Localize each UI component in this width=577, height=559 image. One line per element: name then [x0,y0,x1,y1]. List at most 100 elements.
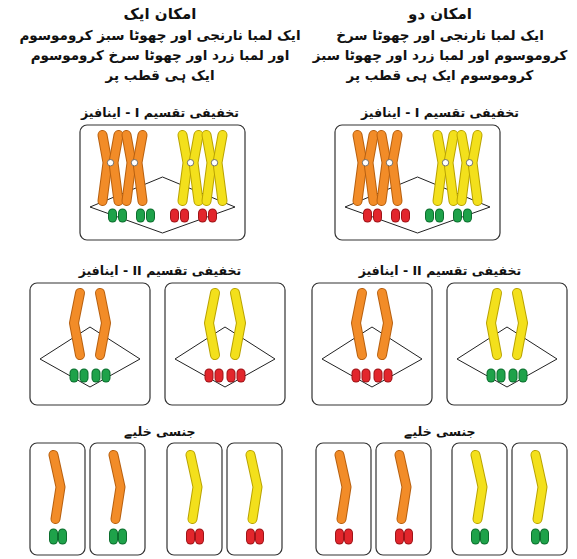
chromatid-outline [191,455,198,519]
chromatid-outline [180,213,189,218]
centromere [386,160,392,166]
chromatid [100,293,106,355]
chromatid [138,135,143,201]
chromatid-outline [103,135,108,201]
chromatid [454,213,461,218]
chromatid [251,455,258,519]
cell-box [376,443,431,555]
chromatid [382,135,387,201]
chromatid-outline [54,455,61,519]
chromatid-outline [401,213,410,218]
chromatid-outline [207,135,212,201]
chromatid [473,135,478,201]
cell-box [167,443,222,555]
chromatid [364,213,371,218]
chromatid [472,533,479,540]
chromatid [363,373,370,378]
chromatid [218,135,223,201]
chromatid [110,533,117,540]
chromatid [147,213,154,218]
chromatid-outline [358,135,363,201]
chromatid-outline [235,293,241,355]
chromatid-outline [227,373,236,378]
chromatid-outline [205,373,214,378]
cell-box [447,283,567,405]
chromatid-outline [344,533,353,540]
chromatid-outline [384,373,393,378]
spindle [40,327,140,387]
chromatid [340,455,347,519]
chromatid-outline [476,455,483,519]
chromatid-outline [373,213,382,218]
chromatid [345,533,352,540]
cell-box [512,443,567,555]
chromatid [238,373,245,378]
chromatid [510,373,517,378]
option-description: ایک لمبا نارنجی اور چھوٹا سبز کروموسوم ا… [19,25,301,85]
chromatid-outline [400,455,407,519]
chromatid [353,373,360,378]
chromatid [114,135,119,201]
chromatid-outline [393,135,398,201]
chromatid [336,533,343,540]
chromatid-outline [209,293,215,355]
chromatid-outline [170,213,179,218]
chromatid-outline [92,373,101,378]
centromere [466,160,472,166]
chromatid-outline [473,135,478,201]
chromatid [356,293,362,355]
chromatid-outline [462,135,467,201]
chromatid [476,455,483,519]
chromatid [382,293,388,355]
chromatid-outline [58,533,67,540]
stage-label: تخفیفی تقسیم I - اینافیز [315,104,565,122]
chromatid [235,293,241,355]
chromatid [462,135,467,201]
chromatid-outline [127,135,132,201]
chromatid [481,533,488,540]
chromatid-outline [255,533,264,540]
chromatid [81,373,88,378]
chromatid [114,455,121,519]
option-heading: امکان دو [305,4,575,24]
chromatid-outline [352,373,361,378]
cell-box [452,443,507,555]
centromere [362,160,368,166]
chromatid-outline [251,455,258,519]
cell-box [316,443,371,555]
chromatid-outline [425,213,434,218]
chromatid [247,533,254,540]
chromatid-outline [136,213,145,218]
cell-box [80,125,245,240]
chromatid [194,135,199,201]
chromatid-outline [70,373,79,378]
chromatid [127,135,132,201]
chromatid [209,213,216,218]
chromatid-outline [374,373,383,378]
chromatid-outline [369,135,374,201]
chromatid [54,455,61,519]
chromatid-outline [453,213,462,218]
chromatid [216,373,223,378]
chromatid-outline [340,455,347,519]
chromatid [196,533,203,540]
chromatid-outline [109,533,118,540]
chromatid [103,373,110,378]
centromere [442,160,448,166]
chromatid-outline [118,533,127,540]
chromatid-outline [382,293,388,355]
chromatid [183,135,188,201]
chromatid-outline [517,293,523,355]
chromatid [426,213,433,218]
chromatid-outline [536,455,543,519]
chromatid [171,213,178,218]
chromatid-outline [49,533,58,540]
chromatid-outline [208,213,217,218]
chromatid [50,533,57,540]
chromatid [392,213,399,218]
cell-box [335,125,500,240]
stage-label: تخفیفی تقسیم II - اینافیز [35,262,285,280]
chromatid-outline [362,373,371,378]
chromatid-outline [509,373,518,378]
